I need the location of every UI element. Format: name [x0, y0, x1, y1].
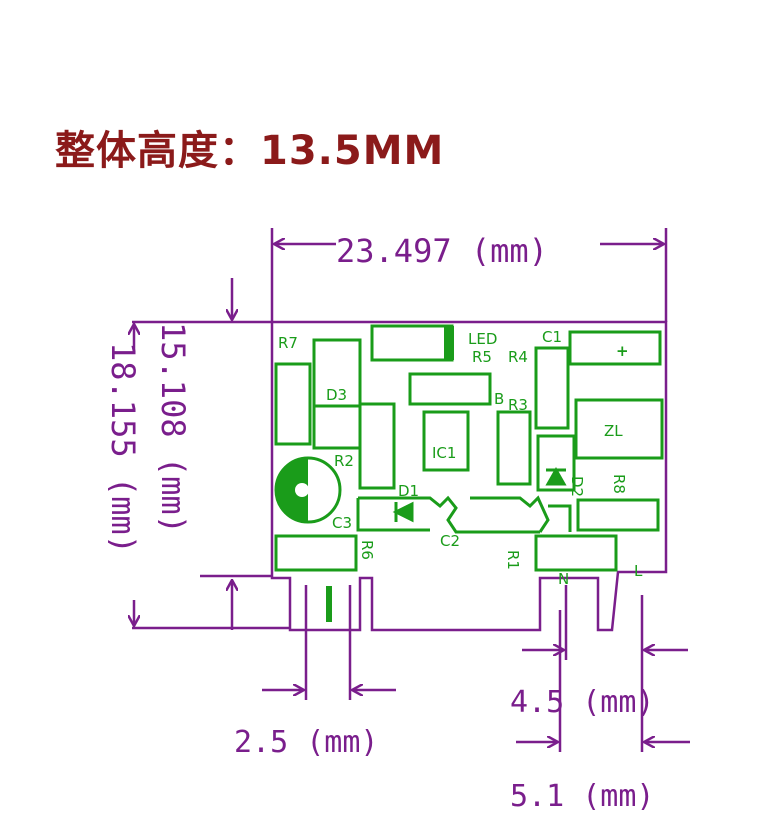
r8-component [576, 498, 660, 532]
c1-component [568, 330, 662, 366]
d3-component [312, 338, 362, 450]
width-dimension: 23.497 (mm) [336, 232, 548, 270]
label-d2: D2 [568, 476, 586, 497]
overall-height-title: 整体高度：13.5MM [55, 128, 445, 174]
label-c3: C3 [332, 514, 352, 532]
label-c1: C1 [542, 328, 562, 346]
label-zl: ZL [604, 422, 623, 440]
ic1-component [422, 410, 470, 472]
label-n: N [558, 570, 569, 588]
label-b: B [494, 390, 504, 408]
r3-component [534, 346, 570, 430]
d2-component [536, 434, 576, 492]
label-r7: R7 [278, 334, 298, 352]
pcb-components [274, 324, 664, 622]
r1-component [534, 534, 618, 572]
component-labels: LED C1 R7 R5 R4 D3 B R3 ZL R2 IC1 D1 D2 … [278, 328, 643, 588]
led-component [370, 324, 454, 362]
label-r5: R5 [472, 348, 492, 366]
pcb-outline [270, 320, 668, 632]
label-ic1: IC1 [432, 444, 456, 462]
c3-capacitor [274, 456, 342, 524]
label-r8: R8 [610, 474, 628, 494]
inner-height-dimension: 15.108 (mm) [154, 322, 192, 534]
label-r6: R6 [358, 540, 376, 560]
label-d3: D3 [326, 386, 347, 404]
label-c2: C2 [440, 532, 460, 550]
label-plus: + [616, 342, 629, 360]
label-l: L [634, 562, 643, 580]
label-led: LED [468, 330, 497, 348]
label-r2: R2 [334, 452, 354, 470]
right-pin-spacing: 5.1 (mm) [510, 779, 655, 814]
mid-pin-spacing: 4.5 (mm) [510, 685, 655, 720]
left-pin-spacing: 2.5 (mm) [234, 725, 379, 760]
r7-component [274, 362, 312, 446]
dimension-lines [132, 228, 690, 752]
label-d1: D1 [398, 482, 419, 500]
r6-component [274, 534, 358, 572]
label-r4: R4 [508, 348, 528, 366]
label-r3: R3 [508, 396, 528, 414]
label-r1: R1 [504, 550, 522, 570]
outer-height-dimension: 18.155 (mm) [104, 342, 142, 554]
zl-component [574, 398, 664, 460]
